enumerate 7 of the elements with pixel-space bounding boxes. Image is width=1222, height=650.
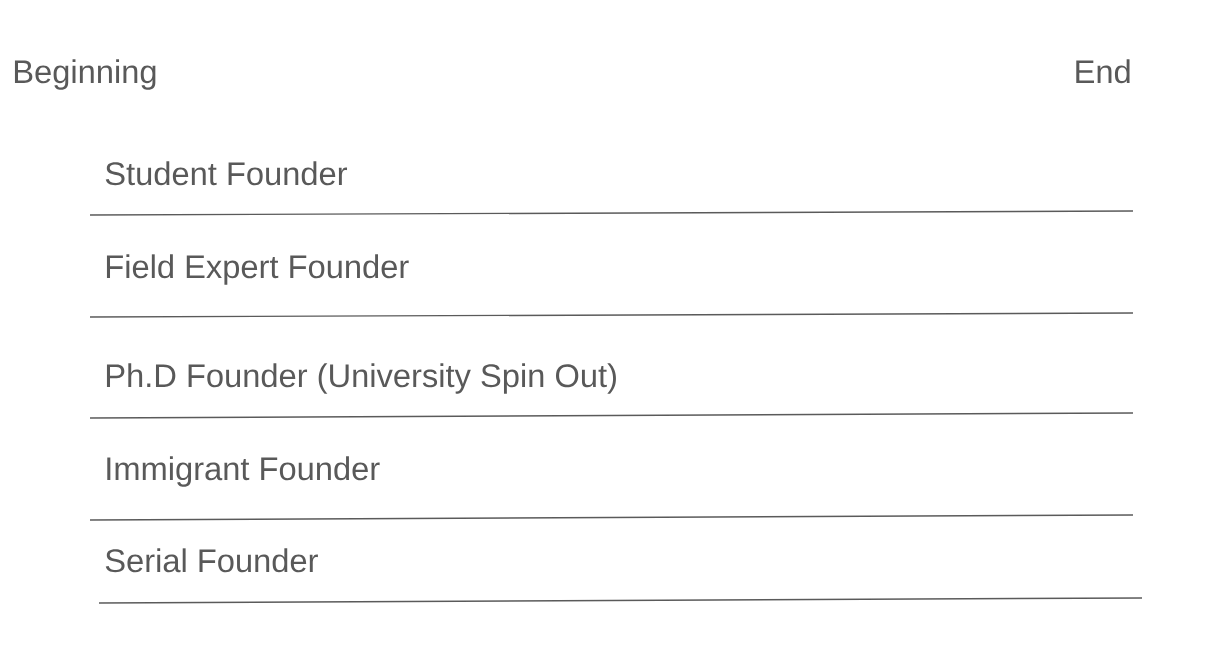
timeline-label: End — [1076, 59, 1130, 84]
row-label: Serial Founder — [105, 548, 318, 573]
row-label: Field Expert Founder — [106, 254, 409, 285]
row-label: Immigrant Founder — [107, 456, 380, 487]
timeline-label: Beginning — [14, 59, 156, 90]
row-label: Ph.D Founder (University Spin Out) — [106, 363, 616, 394]
row-label: Student Founder — [105, 161, 348, 186]
